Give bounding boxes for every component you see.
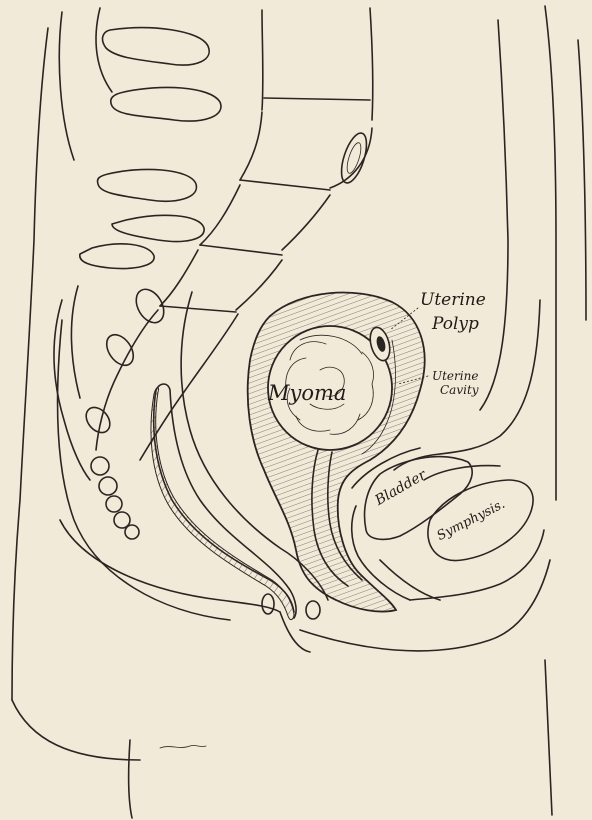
uterine-cavity-label-line1: Uterine <box>432 370 478 382</box>
symphysis <box>410 466 544 600</box>
uterine-polyp-label-line2: Polyp <box>432 316 479 333</box>
uterine-cavity-label-line2: Cavity <box>440 384 479 396</box>
myoma-label: Myoma <box>268 383 346 404</box>
uterus <box>248 293 425 612</box>
uterine-polyp-label-line1: Uterine <box>420 292 486 309</box>
bowel-loops <box>54 28 230 620</box>
engraver-signature <box>160 745 206 748</box>
